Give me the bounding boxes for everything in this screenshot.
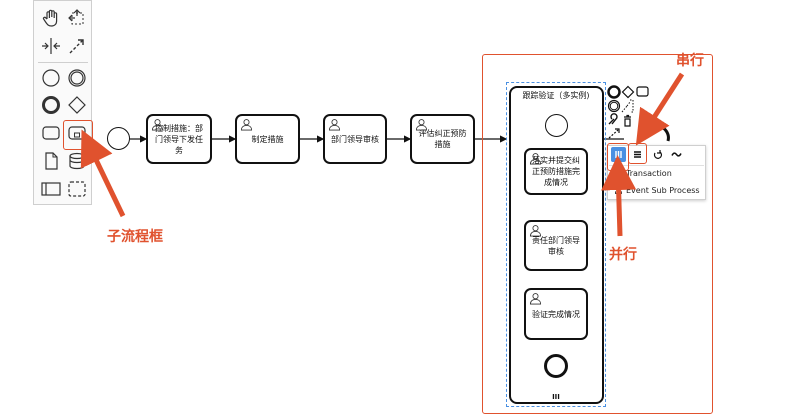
subprocess-end-event[interactable] xyxy=(544,354,568,378)
popup-divider xyxy=(609,165,704,166)
popup-item-label: Transaction xyxy=(626,169,672,178)
subprocess-annotation-arrow xyxy=(80,129,126,218)
hand-tool-icon[interactable] xyxy=(40,7,62,29)
start-event-icon[interactable] xyxy=(40,67,62,89)
task-label: 落实并提交纠正预防措施完成情况 xyxy=(532,156,580,187)
task-label: 制定措施 xyxy=(251,134,284,144)
end-event-icon[interactable] xyxy=(40,94,62,116)
sub-task-verify[interactable]: 验证完成情况 xyxy=(524,288,588,340)
task-evaluate-measures[interactable]: 评估纠正预防措施 xyxy=(410,114,475,164)
task-make-measures[interactable]: 制定措施 xyxy=(235,114,300,164)
task-label: 责任部门领导审核 xyxy=(532,235,580,256)
sub-task-dept-review[interactable]: 责任部门领导审核 xyxy=(524,220,588,271)
subprocess-start-event[interactable] xyxy=(545,114,568,137)
tilde-icon xyxy=(671,152,682,157)
intermediate-event-icon[interactable] xyxy=(66,67,88,89)
user-icon xyxy=(415,119,428,131)
serial-annotation-label: 串行 xyxy=(676,53,704,69)
user-icon xyxy=(240,119,253,131)
parallel-annotation-arrow xyxy=(601,155,637,237)
trash-icon xyxy=(624,114,631,127)
user-icon xyxy=(529,153,542,165)
task-control-measures[interactable]: 控制措施：部门领导下发任务 xyxy=(146,114,212,164)
lasso-tool-icon[interactable] xyxy=(66,7,88,29)
popup-item-label: Event Sub Process xyxy=(626,186,700,195)
append-task-icon xyxy=(636,86,649,97)
user-icon xyxy=(328,119,341,131)
global-connect-tool-icon[interactable] xyxy=(66,35,88,57)
connect-icon xyxy=(608,129,619,139)
append-intermediate-event-icon xyxy=(607,99,621,113)
subprocess-annotation-label: 子流程框 xyxy=(107,229,163,245)
user-icon xyxy=(529,293,542,305)
tool-palette xyxy=(33,0,92,205)
loop-toggle[interactable] xyxy=(650,147,665,162)
space-tool-icon[interactable] xyxy=(40,35,62,57)
subprocess-title: 跟踪验证（多实例) xyxy=(522,91,590,100)
append-gateway-icon xyxy=(621,85,635,99)
participant-icon[interactable] xyxy=(40,178,62,200)
append-end-event-icon xyxy=(607,85,621,99)
task-label: 评估纠正预防措施 xyxy=(418,129,467,149)
task-label: 部门领导审核 xyxy=(331,134,379,144)
data-object-icon[interactable] xyxy=(40,150,62,172)
parallel-annotation-label: 并行 xyxy=(609,247,637,263)
wrench-icon xyxy=(608,113,618,125)
loop-icon xyxy=(653,150,663,159)
serial-annotation-arrow xyxy=(635,72,685,146)
user-icon xyxy=(529,225,542,237)
context-pad xyxy=(607,85,649,139)
gateway-icon[interactable] xyxy=(66,94,88,116)
group-icon[interactable] xyxy=(66,178,88,200)
task-dept-review[interactable]: 部门领导审核 xyxy=(323,114,387,164)
task-label: 控制措施：部门领导下发任务 xyxy=(155,123,203,155)
text-annotation-icon xyxy=(621,99,634,113)
user-icon xyxy=(151,119,164,131)
task-icon[interactable] xyxy=(40,122,62,144)
multi-instance-marker: III xyxy=(552,393,560,401)
task-label: 验证完成情况 xyxy=(532,309,580,319)
sub-task-submit[interactable]: 落实并提交纠正预防措施完成情况 xyxy=(524,148,588,195)
ad-hoc-toggle[interactable] xyxy=(669,147,684,162)
